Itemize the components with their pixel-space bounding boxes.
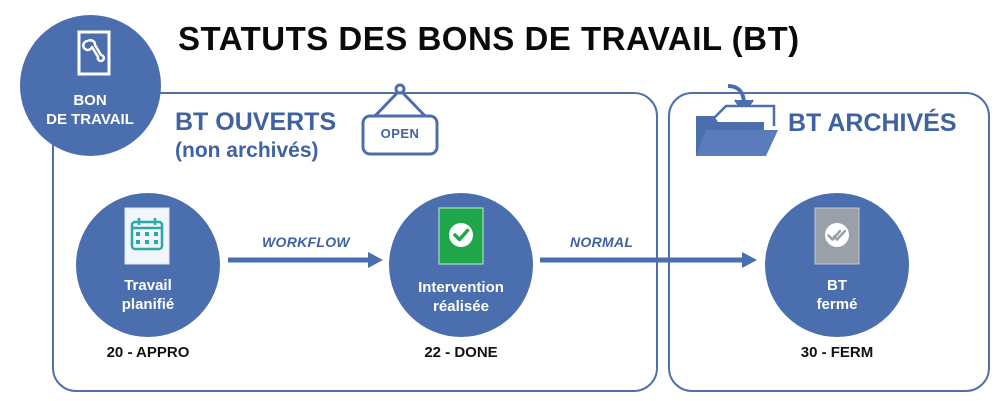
archive-panel-title: BT ARCHIVÉS (788, 109, 957, 137)
status-code-closed: 30 - FERM (800, 344, 874, 361)
badge-line2: DE TRAVAIL (46, 111, 134, 128)
status-label-planned-line1: Travail (124, 277, 172, 294)
workflow-arrow-label: WORKFLOW (262, 234, 350, 250)
status-label-planned: Travail planifié (88, 276, 208, 314)
double-check-icon (814, 207, 860, 265)
status-code-done: 22 - DONE (424, 344, 498, 361)
diagram-title: STATUTS DES BONS DE TRAVAIL (BT) (178, 20, 800, 57)
status-label-done-line2: réalisée (433, 298, 489, 315)
calendar-icon (124, 207, 170, 265)
badge-line1: BON (73, 92, 107, 109)
normal-arrow (540, 252, 757, 268)
status-label-closed-line1: BT (827, 277, 847, 294)
status-label-closed-line2: fermé (816, 296, 858, 313)
wrench-document-icon (77, 30, 111, 76)
status-label-done-line1: Intervention (418, 279, 504, 296)
archive-panel (668, 92, 990, 392)
work-order-badge (20, 15, 161, 156)
workflow-arrow (228, 252, 383, 268)
open-panel-subtitle: (non archivés) (175, 139, 319, 162)
badge-label: BON DE TRAVAIL (30, 91, 150, 129)
status-label-planned-line2: planifié (121, 296, 175, 313)
open-panel (52, 92, 658, 392)
open-sign-icon (361, 83, 439, 156)
status-label-done: Intervention réalisée (397, 278, 525, 316)
folder-archive-icon (696, 84, 778, 156)
normal-arrow-label: NORMAL (570, 234, 634, 250)
open-panel-title: BT OUVERTS (175, 108, 337, 136)
open-sign-text: OPEN (380, 126, 420, 141)
status-label-closed: BT fermé (777, 276, 897, 314)
status-code-planned: 20 - APPRO (106, 344, 190, 361)
checkmark-icon (438, 207, 484, 265)
